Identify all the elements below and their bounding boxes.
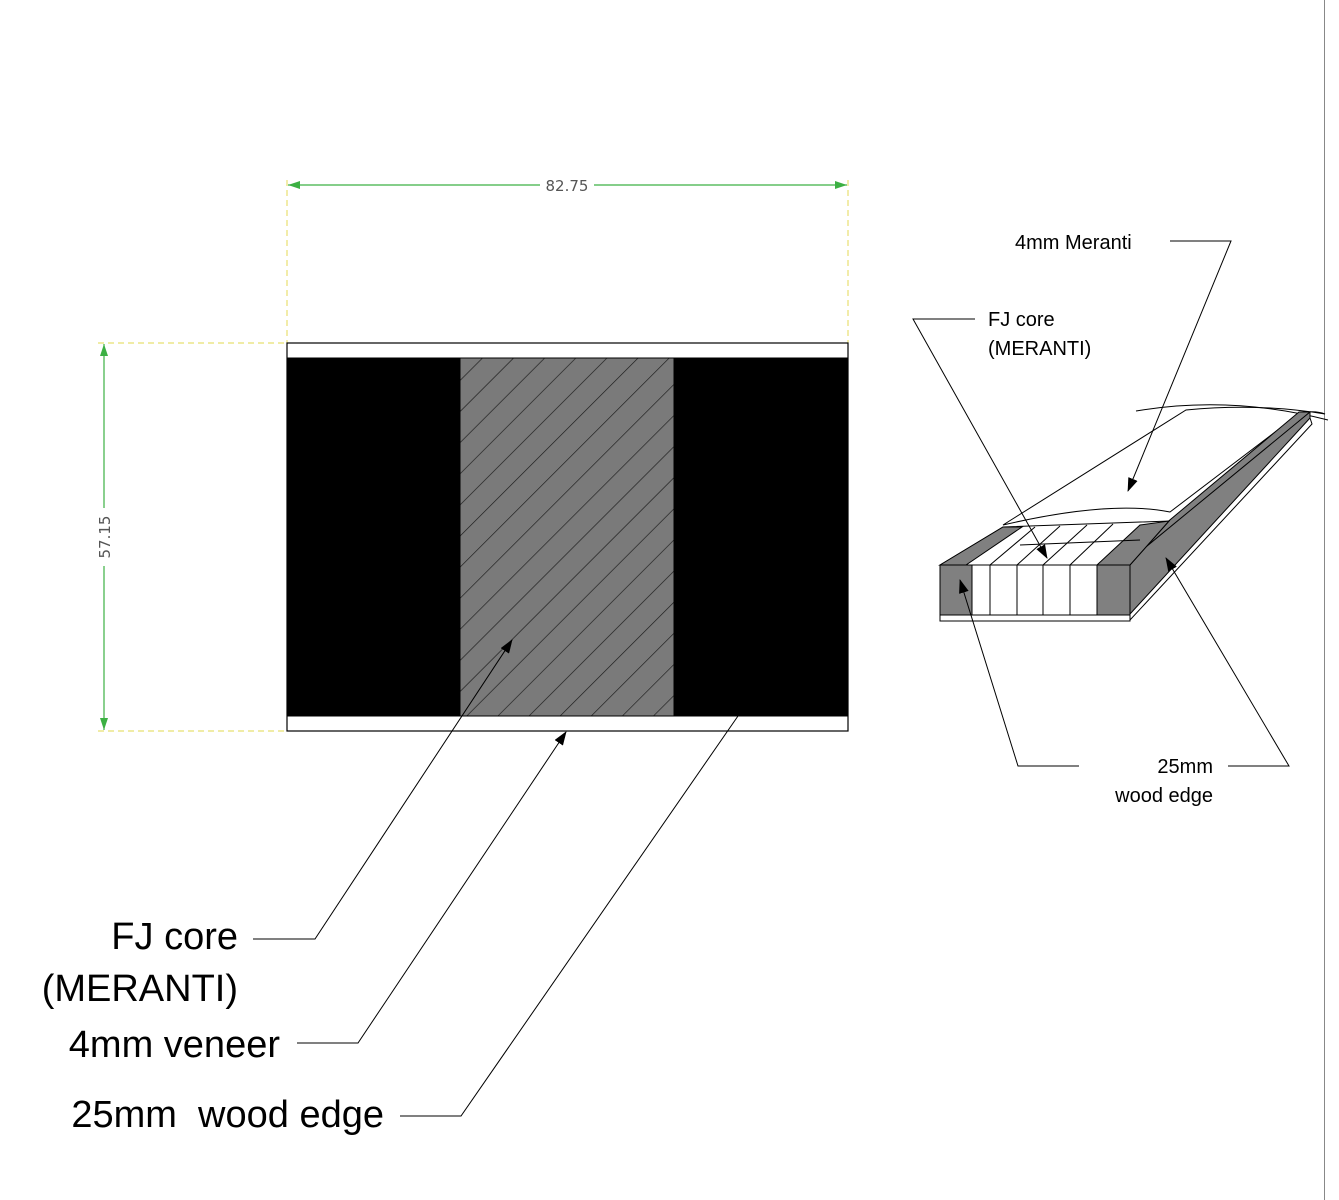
iso-label-25mm: 25mm (1157, 756, 1213, 778)
label-25mm-wood-edge: 25mm wood edge (71, 1094, 384, 1136)
wood-edge-left (287, 358, 460, 716)
width-dimension: 82.75 (288, 177, 847, 195)
iso-leader-edge-left (959, 579, 1079, 767)
section-drawing: 82.75 57.15 FJ core (MERANTI) 4mm veneer… (42, 177, 849, 1136)
iso-label-fj-core: FJ core (988, 309, 1055, 331)
fj-core-hatch (459, 357, 675, 717)
iso-front-edge-right (1096, 564, 1131, 616)
height-dimension: 57.15 (96, 344, 114, 730)
leader-veneer (297, 731, 567, 1044)
iso-top-core-lines (989, 523, 1141, 566)
iso-label-wood-edge: wood edge (1114, 785, 1213, 807)
iso-leader-edge-right (1165, 557, 1290, 767)
iso-leader-meranti (1127, 240, 1232, 492)
iso-leader-core (912, 318, 1048, 559)
leader-core (253, 639, 513, 940)
label-fj-core: FJ core (111, 916, 238, 958)
extension-lines (98, 180, 849, 732)
leader-edge (400, 715, 739, 1117)
iso-veneer-sheet (1002, 406, 1326, 526)
page-border (1324, 0, 1325, 1200)
iso-front-core-lines (989, 565, 1071, 615)
iso-bottom-veneer (939, 614, 1131, 622)
section-leaders (253, 639, 739, 1117)
isometric-drawing: 4mm Meranti FJ core (MERANTI) 25mm wood … (912, 232, 1329, 807)
iso-label-4mm-meranti: 4mm Meranti (1015, 232, 1132, 254)
height-dim-text: 57.15 (96, 516, 114, 559)
width-dim-text: 82.75 (546, 177, 589, 195)
label-4mm-veneer: 4mm veneer (69, 1024, 281, 1066)
iso-label-meranti: (MERANTI) (988, 338, 1091, 360)
iso-front-edge-left (939, 564, 973, 616)
iso-leaders (912, 240, 1290, 767)
wood-edge-right (674, 358, 848, 716)
label-meranti: (MERANTI) (42, 968, 238, 1010)
